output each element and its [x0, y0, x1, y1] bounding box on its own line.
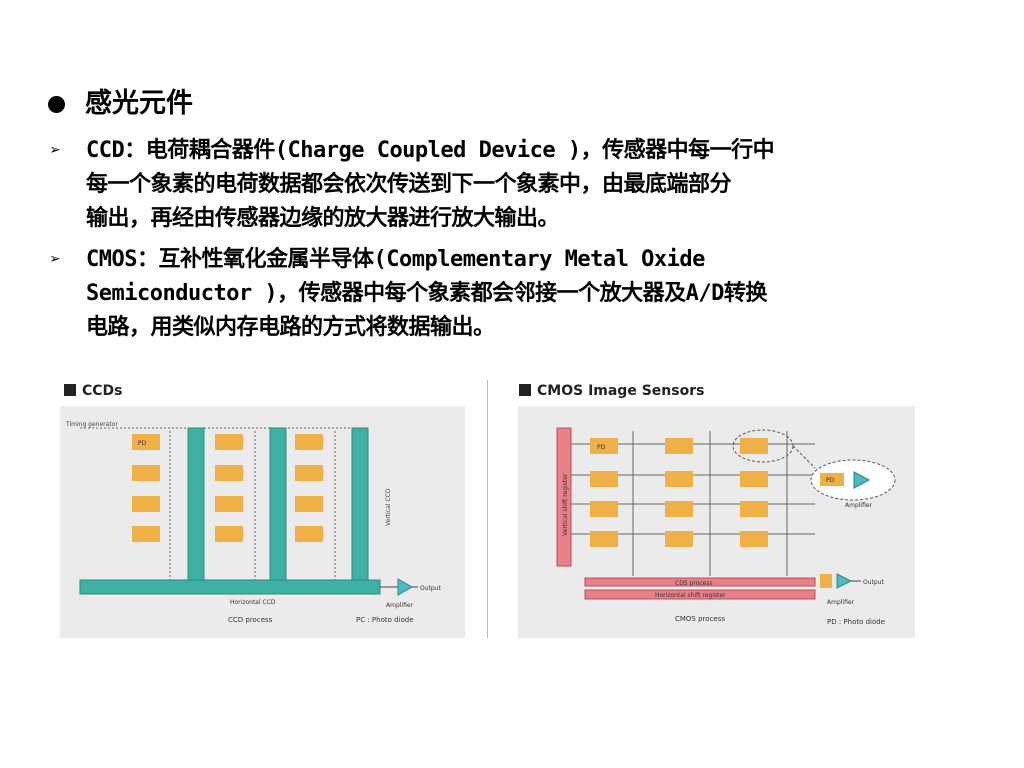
- ccd-pd-label: PD: [138, 440, 147, 447]
- ccd-horizontal-label: Horizontal CCD: [230, 599, 276, 606]
- ccd-heading: CCDs: [82, 383, 123, 399]
- bullet-cmos: ➢ CMOS：互补性氧化金属半导体(Complementary Metal Ox…: [48, 243, 956, 345]
- cmos-zoom-callout: [810, 459, 896, 501]
- cmos-vertical-label: Vertical shift register: [562, 473, 569, 536]
- diagram-divider: [487, 380, 488, 638]
- ccd-panel: [60, 406, 465, 638]
- cmos-horizontal-label: Horizontal shift register: [655, 592, 726, 599]
- cmos-photodiode-grid: [590, 438, 768, 547]
- cmos-output-block: [820, 574, 832, 588]
- cmos-zoom-pd-label: PD: [826, 477, 835, 484]
- cmos-vertical-register: [556, 427, 572, 567]
- ccd-photodiode-grid: [132, 434, 323, 542]
- ccd-vertical-label: Vertical CCD: [385, 488, 392, 526]
- cmos-diagram: CMOS Image Sensors Vertical shift regist…: [515, 376, 915, 638]
- ccd-process-label: CCD process: [228, 616, 273, 624]
- cmos-heading-square-icon: [519, 384, 531, 396]
- ccd-output-label: Output: [420, 585, 441, 592]
- ccd-diagram: CCDs Timing generator PD: [60, 376, 465, 638]
- ccd-vertical-registers: [79, 427, 381, 595]
- cmos-process-label: CMOS process: [675, 615, 725, 623]
- cmos-horizontal-register: [584, 589, 816, 600]
- ccd-legend: PC : Photo diode: [356, 616, 414, 624]
- cmos-amplifier-top-label: Amplifier: [845, 502, 873, 509]
- slide-title: 感光元件: [48, 86, 193, 122]
- arrow-bullet-icon: ➢: [50, 140, 61, 161]
- ccd-amplifier-label: Amplifier: [386, 602, 414, 609]
- cmos-pd-label: PD: [597, 444, 606, 451]
- cmos-output-label: Output: [863, 579, 884, 586]
- cmos-panel: [518, 406, 915, 638]
- cmos-zoom-photodiode: [820, 473, 844, 486]
- arrow-bullet-icon: ➢: [50, 249, 61, 270]
- bullet-ccd: ➢ CCD：电荷耦合器件(Charge Coupled Device )，传感器…: [48, 134, 956, 236]
- cmos-cds-label: CDS process: [675, 580, 713, 587]
- ccd-heading-square-icon: [64, 384, 76, 396]
- slide-title-text: 感光元件: [85, 88, 193, 119]
- cmos-legend: PD : Photo diode: [827, 618, 885, 626]
- bullet-cmos-text: CMOS：互补性氧化金属半导体(Complementary Metal Oxid…: [86, 247, 767, 340]
- ccd-timing-label: Timing generator: [65, 421, 118, 428]
- bullet-dot-icon: [48, 95, 65, 113]
- cmos-heading: CMOS Image Sensors: [537, 383, 704, 399]
- cmos-amplifier-label: Amplifier: [827, 599, 855, 606]
- bullet-ccd-text: CCD：电荷耦合器件(Charge Coupled Device )，传感器中每…: [86, 138, 775, 231]
- ccd-transfer-lines: [80, 427, 360, 581]
- cmos-cds-bar: [584, 577, 816, 587]
- cmos-output-amplifier-icon: [836, 573, 853, 589]
- cmos-pixel-amplifier-icon: [853, 471, 871, 489]
